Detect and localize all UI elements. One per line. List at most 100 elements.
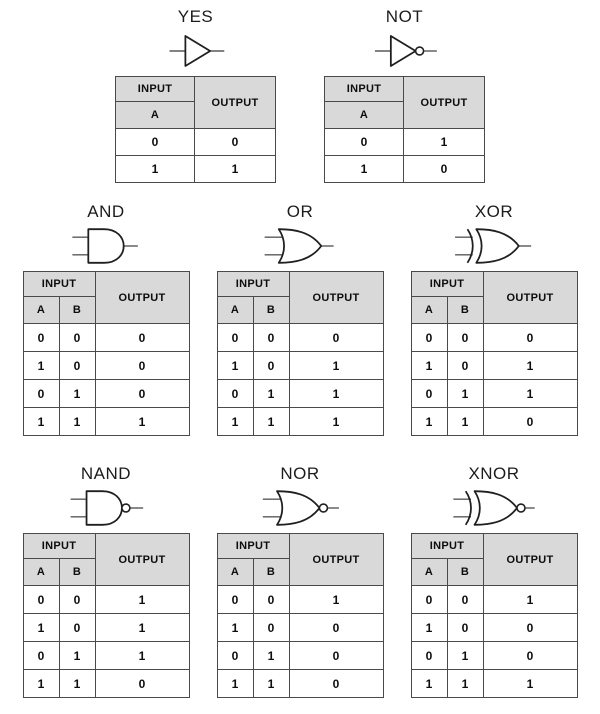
cell-b: 1 [252, 641, 290, 670]
row-basic-gates: AND INPUT OUTPUT A B 0 0 0 [0, 201, 600, 436]
cell-a: 0 [216, 585, 254, 614]
gate-block-not: NOT INPUT OUTPUT A 0 1 [324, 6, 485, 183]
cell-out: 1 [482, 669, 578, 698]
table-row: INPUT OUTPUT [410, 533, 578, 586]
nand-truth-table: INPUT OUTPUT A B 0 0 1 1 0 1 [22, 533, 190, 698]
cell-out: 0 [288, 641, 384, 670]
gate-block-xnor: XNOR INPUT OUTPUT A B 0 0 [410, 463, 578, 698]
table-row: 0 0 0 [410, 323, 578, 352]
cell-out: 1 [94, 613, 190, 642]
cell-out: 0 [94, 351, 190, 380]
cell-b: 0 [446, 323, 484, 352]
xnor-gate-icon [453, 490, 535, 526]
table-row: 0 1 1 [216, 379, 384, 408]
gate-title-xor: XOR [474, 202, 514, 221]
table-row: 1 0 1 [410, 351, 578, 380]
not-gate-icon [374, 35, 437, 67]
table-row: A B [216, 296, 383, 324]
table-row: 1 1 0 [22, 669, 190, 698]
table-row: 0 1 [324, 128, 485, 156]
cell-a: 1 [216, 669, 254, 698]
or-gate-icon [264, 228, 334, 264]
col-b-header: B [446, 558, 484, 586]
cell-out: 1 [288, 351, 384, 380]
cell-a: 1 [410, 407, 448, 436]
cell-a: 0 [410, 641, 448, 670]
cell-out: 1 [288, 585, 384, 614]
gate-block-xor: XOR INPUT OUTPUT A B 0 0 0 [410, 201, 578, 436]
output-header: OUTPUT [94, 271, 190, 324]
cell-a: 0 [410, 379, 448, 408]
nand-gate-icon [70, 490, 144, 526]
table-row: 0 1 1 [410, 379, 578, 408]
input-header: INPUT [22, 533, 96, 559]
nor-gate-icon [262, 490, 339, 526]
table-row: INPUT OUTPUT [324, 76, 485, 129]
cell-a: 0 [410, 585, 448, 614]
not-truth-table: INPUT OUTPUT A 0 1 1 0 [324, 76, 485, 183]
col-a-header: A [216, 558, 254, 586]
table-row: 1 1 0 [216, 669, 384, 698]
cell-b: 1 [446, 407, 484, 436]
cell-b: 0 [252, 585, 290, 614]
cell-out: 1 [288, 407, 384, 436]
gate-title-xnor: XNOR [468, 464, 520, 483]
table-row: 0 0 1 [22, 585, 190, 614]
cell-b: 1 [58, 379, 96, 408]
cell-out: 0 [288, 613, 384, 642]
row-negated-gates: NAND INPUT OUTPUT A B 0 0 1 [0, 463, 600, 698]
cell-a: 1 [216, 613, 254, 642]
output-header: OUTPUT [482, 271, 578, 324]
table-row: INPUT OUTPUT [115, 76, 276, 129]
cell-b: 0 [58, 585, 96, 614]
table-row: 1 0 [324, 155, 485, 183]
col-a-header: A [324, 101, 404, 129]
cell-a: 0 [324, 128, 404, 156]
cell-out: 1 [94, 407, 190, 436]
gate-block-or: OR INPUT OUTPUT A B 0 0 0 [216, 201, 384, 436]
input-header: INPUT [410, 271, 484, 297]
gate-block-and: AND INPUT OUTPUT A B 0 0 0 [22, 201, 190, 436]
cell-a: 0 [216, 323, 254, 352]
table-row: 1 0 0 [22, 351, 190, 380]
col-b-header: B [252, 296, 290, 324]
col-a-header: A [22, 296, 60, 324]
cell-b: 0 [58, 323, 96, 352]
cell-a: 0 [22, 585, 60, 614]
table-row: 1 1 0 [410, 407, 578, 436]
table-row: 0 0 0 [22, 323, 190, 352]
cell-b: 0 [58, 351, 96, 380]
input-header: INPUT [22, 271, 96, 297]
xnor-truth-table: INPUT OUTPUT A B 0 0 1 1 0 0 [410, 533, 578, 698]
table-row: 1 1 1 [216, 407, 384, 436]
table-row: 1 0 1 [22, 613, 190, 642]
cell-a: 0 [22, 641, 60, 670]
cell-b: 0 [446, 585, 484, 614]
cell-a: 0 [22, 379, 60, 408]
cell-a: 1 [324, 155, 404, 183]
cell-b: 1 [446, 669, 484, 698]
cell-b: 0 [58, 613, 96, 642]
table-row: A B [410, 558, 577, 586]
cell-out: 0 [94, 379, 190, 408]
xor-truth-table: INPUT OUTPUT A B 0 0 0 1 0 1 [410, 271, 578, 436]
cell-a: 0 [115, 128, 195, 156]
input-header: INPUT [324, 76, 404, 102]
output-header: OUTPUT [194, 76, 276, 129]
col-a-header: A [410, 296, 448, 324]
cell-b: 1 [446, 379, 484, 408]
cell-a: 1 [115, 155, 195, 183]
table-row: 1 0 0 [216, 613, 384, 642]
col-a-header: A [115, 101, 195, 129]
input-header: INPUT [216, 533, 290, 559]
cell-a: 1 [410, 613, 448, 642]
output-header: OUTPUT [288, 533, 384, 586]
cell-out: 0 [94, 669, 190, 698]
cell-out: 0 [482, 641, 578, 670]
cell-out: 0 [94, 323, 190, 352]
cell-out: 0 [482, 407, 578, 436]
cell-b: 0 [446, 351, 484, 380]
col-a-header: A [22, 558, 60, 586]
cell-a: 1 [216, 407, 254, 436]
